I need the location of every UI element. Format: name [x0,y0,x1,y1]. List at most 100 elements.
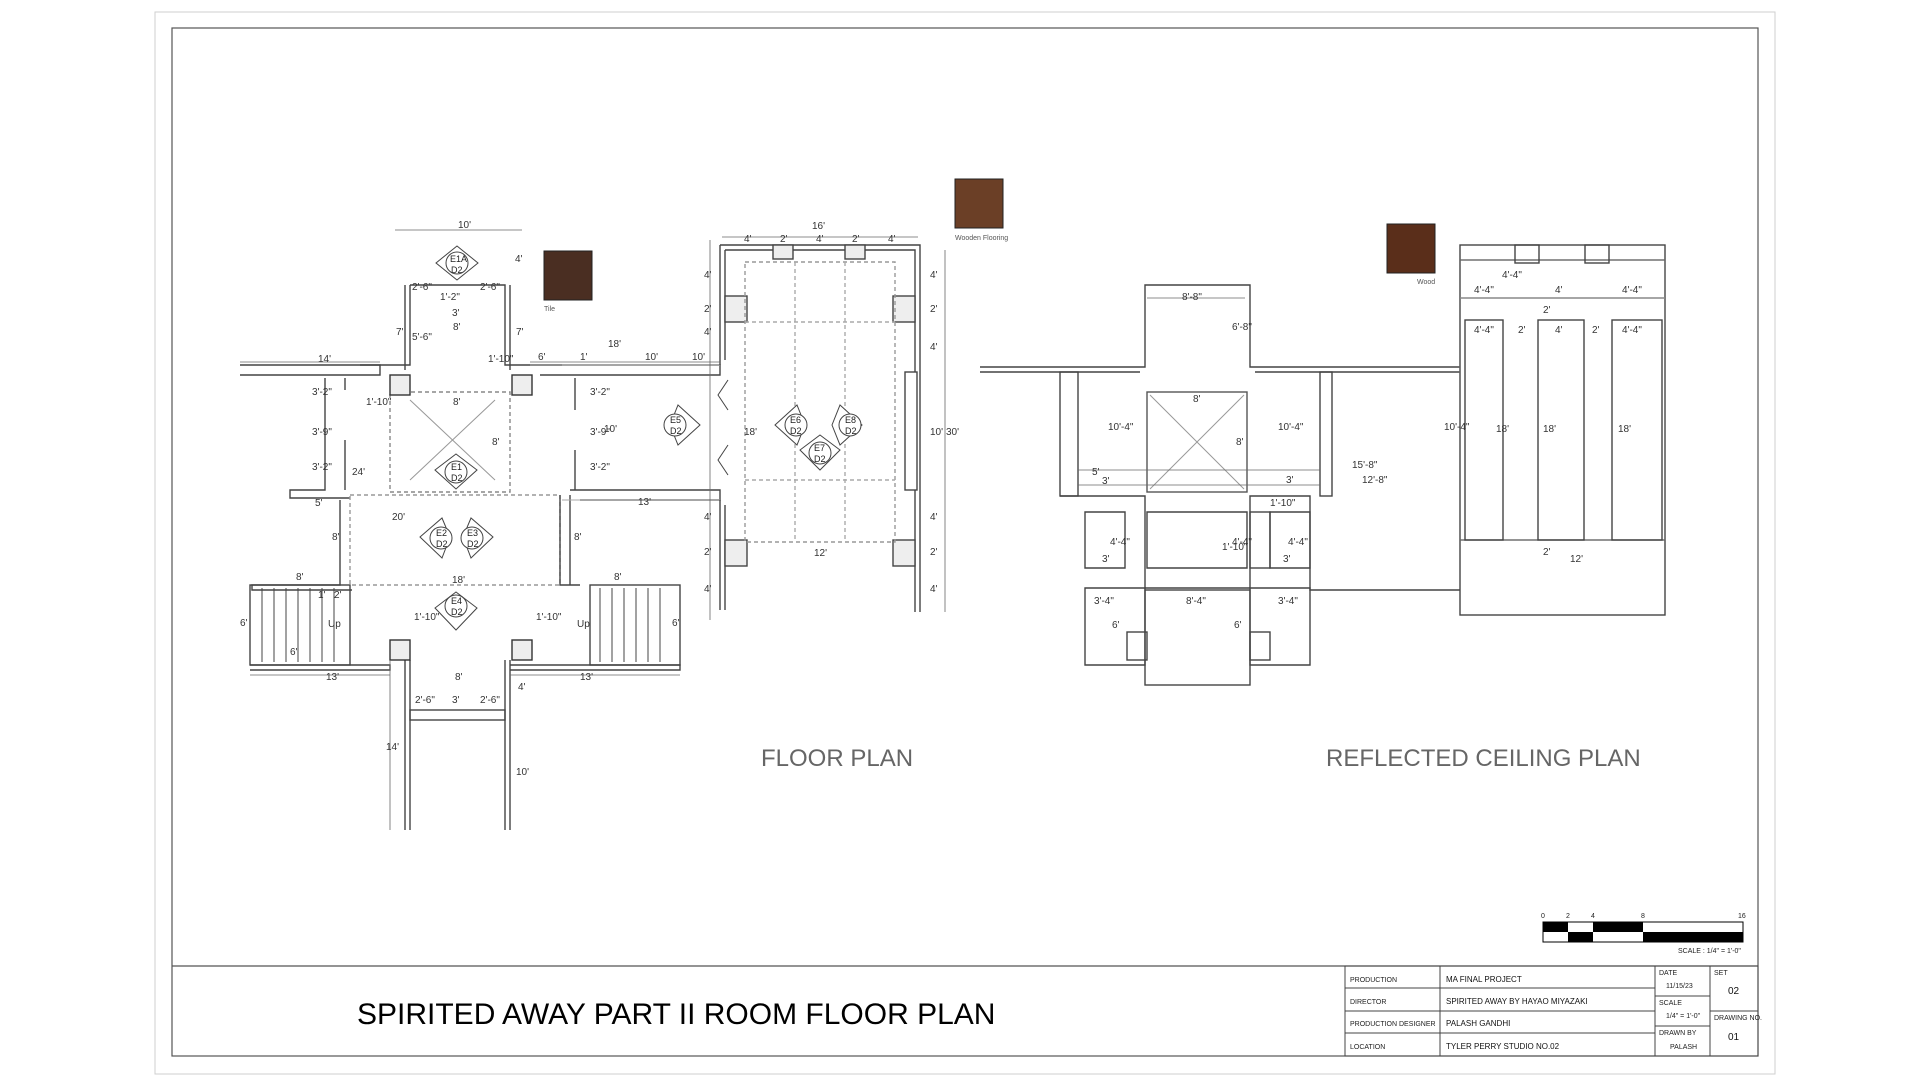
elevation-tag-e1: E1 D2 [434,453,478,490]
dim-label: 4'-4" [1110,537,1130,548]
dim-label: 10'-4" [1108,422,1134,433]
svg-text:E1: E1 [451,462,462,472]
dim-label: 4' [704,512,712,523]
dim-label: 10' [645,352,658,363]
dim-label: 14' [318,354,331,365]
dim-label: 3'-2" [590,462,610,473]
dim-label: 2' [1543,547,1551,558]
dim-label: 8' [332,532,340,543]
dim-label: 2' [1592,325,1600,336]
tb-director: SPIRITED AWAY BY HAYAO MIYAZAKI [1446,997,1588,1006]
material-label-wood: Wood [1417,279,1435,286]
dim-label: 1' [580,352,588,363]
dim-label: 8' [453,322,461,333]
dim-label: 16' [812,221,825,232]
ceiling-plan-title: REFLECTED CEILING PLAN [1326,745,1641,772]
svg-text:D2: D2 [790,426,802,436]
dim-label: 1'-10" [536,612,562,623]
svg-text:E8: E8 [845,415,856,425]
dim-label: 18' [1543,424,1556,435]
dim-label: 4' [1555,285,1563,296]
dim-label: 1'-10" [414,612,440,623]
floor-plan-title: FLOOR PLAN [761,745,913,772]
dim-label: 3' [452,695,460,706]
title-block [1344,965,1759,1057]
dim-label: 3'-2" [312,387,332,398]
elevation-tag-e6: E6 D2 [774,404,808,446]
dim-label: 8' [574,532,582,543]
svg-text:D2: D2 [451,265,463,275]
dim-label: 3'-4" [1278,596,1298,607]
stair-up-label: Up [577,619,590,630]
dim-label: 8' [455,672,463,683]
svg-text:D2: D2 [451,607,463,617]
dim-label: 4'-4" [1474,325,1494,336]
svg-text:E7: E7 [814,443,825,453]
dim-label: 3' [1283,554,1291,565]
elevation-tag-e7: E7 D2 [799,434,841,471]
dim-label: 6' [538,352,546,363]
tb-drawing: 01 [1728,1032,1740,1043]
dim-label: 6' [1112,620,1120,631]
elevation-tag-e2: E2 D2 [419,517,453,559]
dim-label: 10' [692,352,705,363]
dim-label: 1'-10" [1270,498,1296,509]
dim-label: 4'-4" [1232,537,1252,548]
dim-label: 4' [1555,325,1563,336]
elevation-tag-e5: E5 D2 [663,404,701,446]
inner-border [171,27,1759,1057]
dim-label: 18' [1496,424,1509,435]
svg-text:D2: D2 [467,539,479,549]
dim-label: 3' [1102,476,1110,487]
dim-label: 4' [704,270,712,281]
dim-label: 2'-6" [415,695,435,706]
dim-label: 3' [1286,475,1294,486]
svg-text:D2: D2 [670,426,682,436]
tb-designer-label: PRODUCTION DESIGNER [1350,1021,1436,1028]
scale-label: SCALE : 1/4" = 1'-0" [1678,948,1741,955]
dim-label: 2' [704,547,712,558]
dim-label: 2' [930,547,938,558]
scale-tick-4: 4 [1591,913,1595,920]
svg-text:E4: E4 [451,596,462,606]
dim-label: 2' [334,590,342,601]
dim-label: 8' [1236,437,1244,448]
dim-label: 3'-9" [590,427,610,438]
dim-label: 18' [608,339,621,350]
svg-text:E2: E2 [436,528,447,538]
dim-label: 4'-4" [1474,285,1494,296]
dim-label: 10'-4" [1278,422,1304,433]
dim-label: 2'-6" [480,282,500,293]
stair-up-label: Up [328,619,341,630]
dim-label: 13' [580,672,593,683]
dim-label: 4' [888,234,896,245]
dim-label: 8'-8" [1182,292,1202,303]
dim-label: 10' [516,767,529,778]
dim-label: 4' [518,682,526,693]
tb-location: TYLER PERRY STUDIO NO.02 [1446,1042,1560,1051]
dim-label: 30' [946,427,959,438]
outer-border [154,11,1776,1075]
tb-scale-label: SCALE [1659,1000,1682,1007]
dim-label: 18' [744,427,757,438]
dim-label: 13' [638,497,651,508]
dim-label: 2' [1543,305,1551,316]
dim-label: 2' [852,234,860,245]
dim-label: 5'-6" [412,332,432,343]
dim-label: 4' [515,254,523,265]
dim-label: 12'-8" [1362,475,1388,486]
dim-label: 10' [604,424,617,435]
dim-label: 4' [704,327,712,338]
dim-label: 6' [1234,620,1242,631]
elevation-tag-e8: E8 D2 [831,404,863,446]
dim-label: 3'-4" [1094,596,1114,607]
tb-date-label: DATE [1659,970,1677,977]
dim-label: 8' [296,572,304,583]
tb-drawing-label: DRAWING NO. [1714,1015,1762,1022]
tile-swatch [543,250,593,301]
dim-label: 10'-4" [1444,422,1470,433]
dim-label: 4'-4" [1622,285,1642,296]
dim-label: 18' [1618,424,1631,435]
